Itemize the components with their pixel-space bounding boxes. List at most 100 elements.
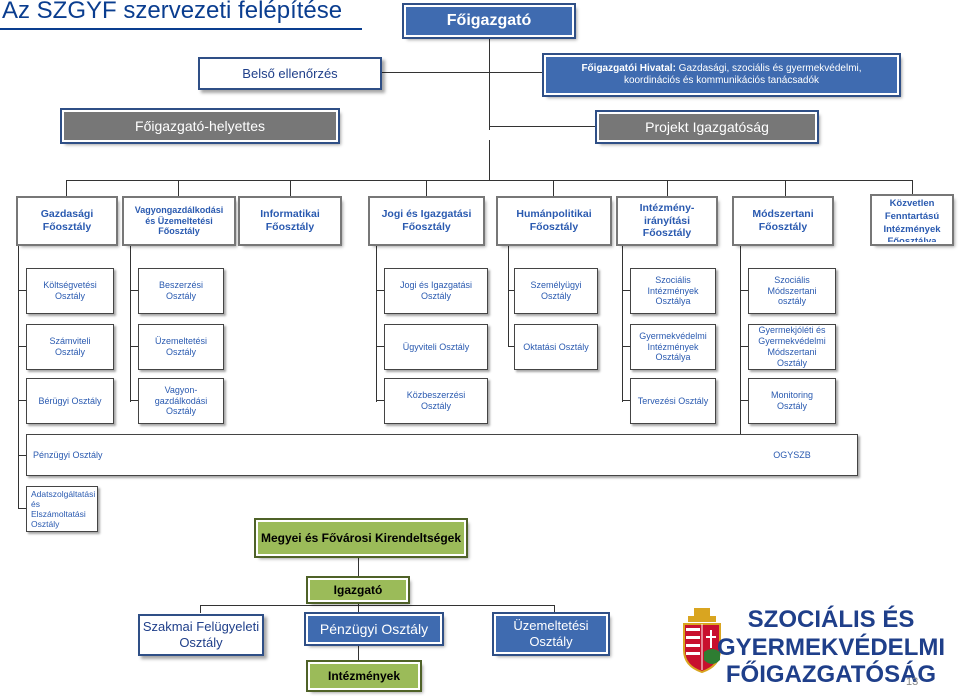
connector [18, 508, 26, 509]
unit-box: Oktatási Osztály [514, 324, 598, 370]
director-office-label: Főigazgatói Hivatal: [581, 63, 676, 74]
connector [912, 180, 913, 196]
connector [553, 180, 554, 196]
project-directorate-label: Projekt Igazgatóság [645, 118, 769, 135]
institutions-label: Intézmények [327, 668, 401, 683]
director-office-desc: Gazdasági, szociális és gyermekvédelmi, … [623, 63, 862, 86]
unit-label: Oktatási Osztály [523, 341, 589, 352]
connector [130, 346, 138, 347]
unit-label: Pénzügyi Osztály [33, 449, 103, 460]
connector [18, 455, 26, 456]
connector [66, 180, 67, 196]
connector [622, 290, 630, 291]
connector [18, 346, 26, 347]
connector [508, 290, 514, 291]
unit-label: Ügyviteli Osztály [402, 341, 470, 352]
unit-box: Ügyviteli Osztály [384, 324, 488, 370]
connector [740, 290, 748, 291]
brand-line-3: FŐIGAZGATÓSÁG [725, 661, 937, 689]
connector [376, 400, 384, 401]
connector [508, 246, 509, 346]
connector [740, 400, 748, 401]
connector [740, 346, 748, 347]
connector [290, 180, 291, 196]
page-number: 13 [906, 676, 919, 688]
connector [622, 246, 623, 402]
connector [130, 290, 138, 291]
connector [622, 400, 630, 401]
connector [489, 126, 597, 127]
brand-line-1: SZOCIÁLIS ÉS [747, 606, 915, 633]
connector [740, 246, 741, 456]
connector [376, 290, 384, 291]
connector [426, 180, 427, 196]
regional-offices-label: Megyei és Fővárosi Kirendeltségek [260, 530, 462, 545]
connector [358, 556, 359, 580]
connector [130, 400, 138, 401]
unit-box: Bérügyi Osztály [26, 378, 114, 424]
connector [334, 72, 544, 73]
connector [785, 180, 786, 196]
connector [489, 36, 490, 130]
unit-label: Tervezési Osztály [637, 395, 709, 406]
connector [376, 246, 377, 402]
director-general-label: Főigazgató [446, 12, 532, 30]
internal-audit-label: Belső ellenőrzés [242, 65, 338, 81]
connector [178, 180, 179, 196]
brand-line-2: GYERMEKVÉDELMI [716, 633, 946, 661]
regional-finance-box: Pénzügyi Osztály [304, 612, 444, 646]
regional-director-label: Igazgató [333, 582, 383, 597]
director-office-text: Főigazgatói Hivatal: Gazdasági, szociáli… [554, 63, 889, 87]
title-underline [0, 28, 362, 30]
project-directorate-box: Projekt Igazgatóság [595, 110, 819, 144]
internal-audit-box: Belső ellenőrzés [198, 57, 382, 90]
unit-box: Pénzügyi Osztály [26, 434, 858, 476]
connector [200, 605, 554, 606]
deputy-director-box: Főigazgató-helyettes [60, 108, 340, 144]
unit-label: Bérügyi Osztály [38, 395, 102, 406]
deputy-director-label: Főigazgató-helyettes [135, 117, 265, 134]
connector [18, 290, 26, 291]
page-title: Az SZGYF szervezeti felépítése [2, 0, 343, 24]
connector [376, 346, 384, 347]
director-office-box: Főigazgatói Hivatal: Gazdasági, szociáli… [542, 53, 901, 97]
connector [200, 605, 201, 613]
connector [130, 246, 131, 402]
